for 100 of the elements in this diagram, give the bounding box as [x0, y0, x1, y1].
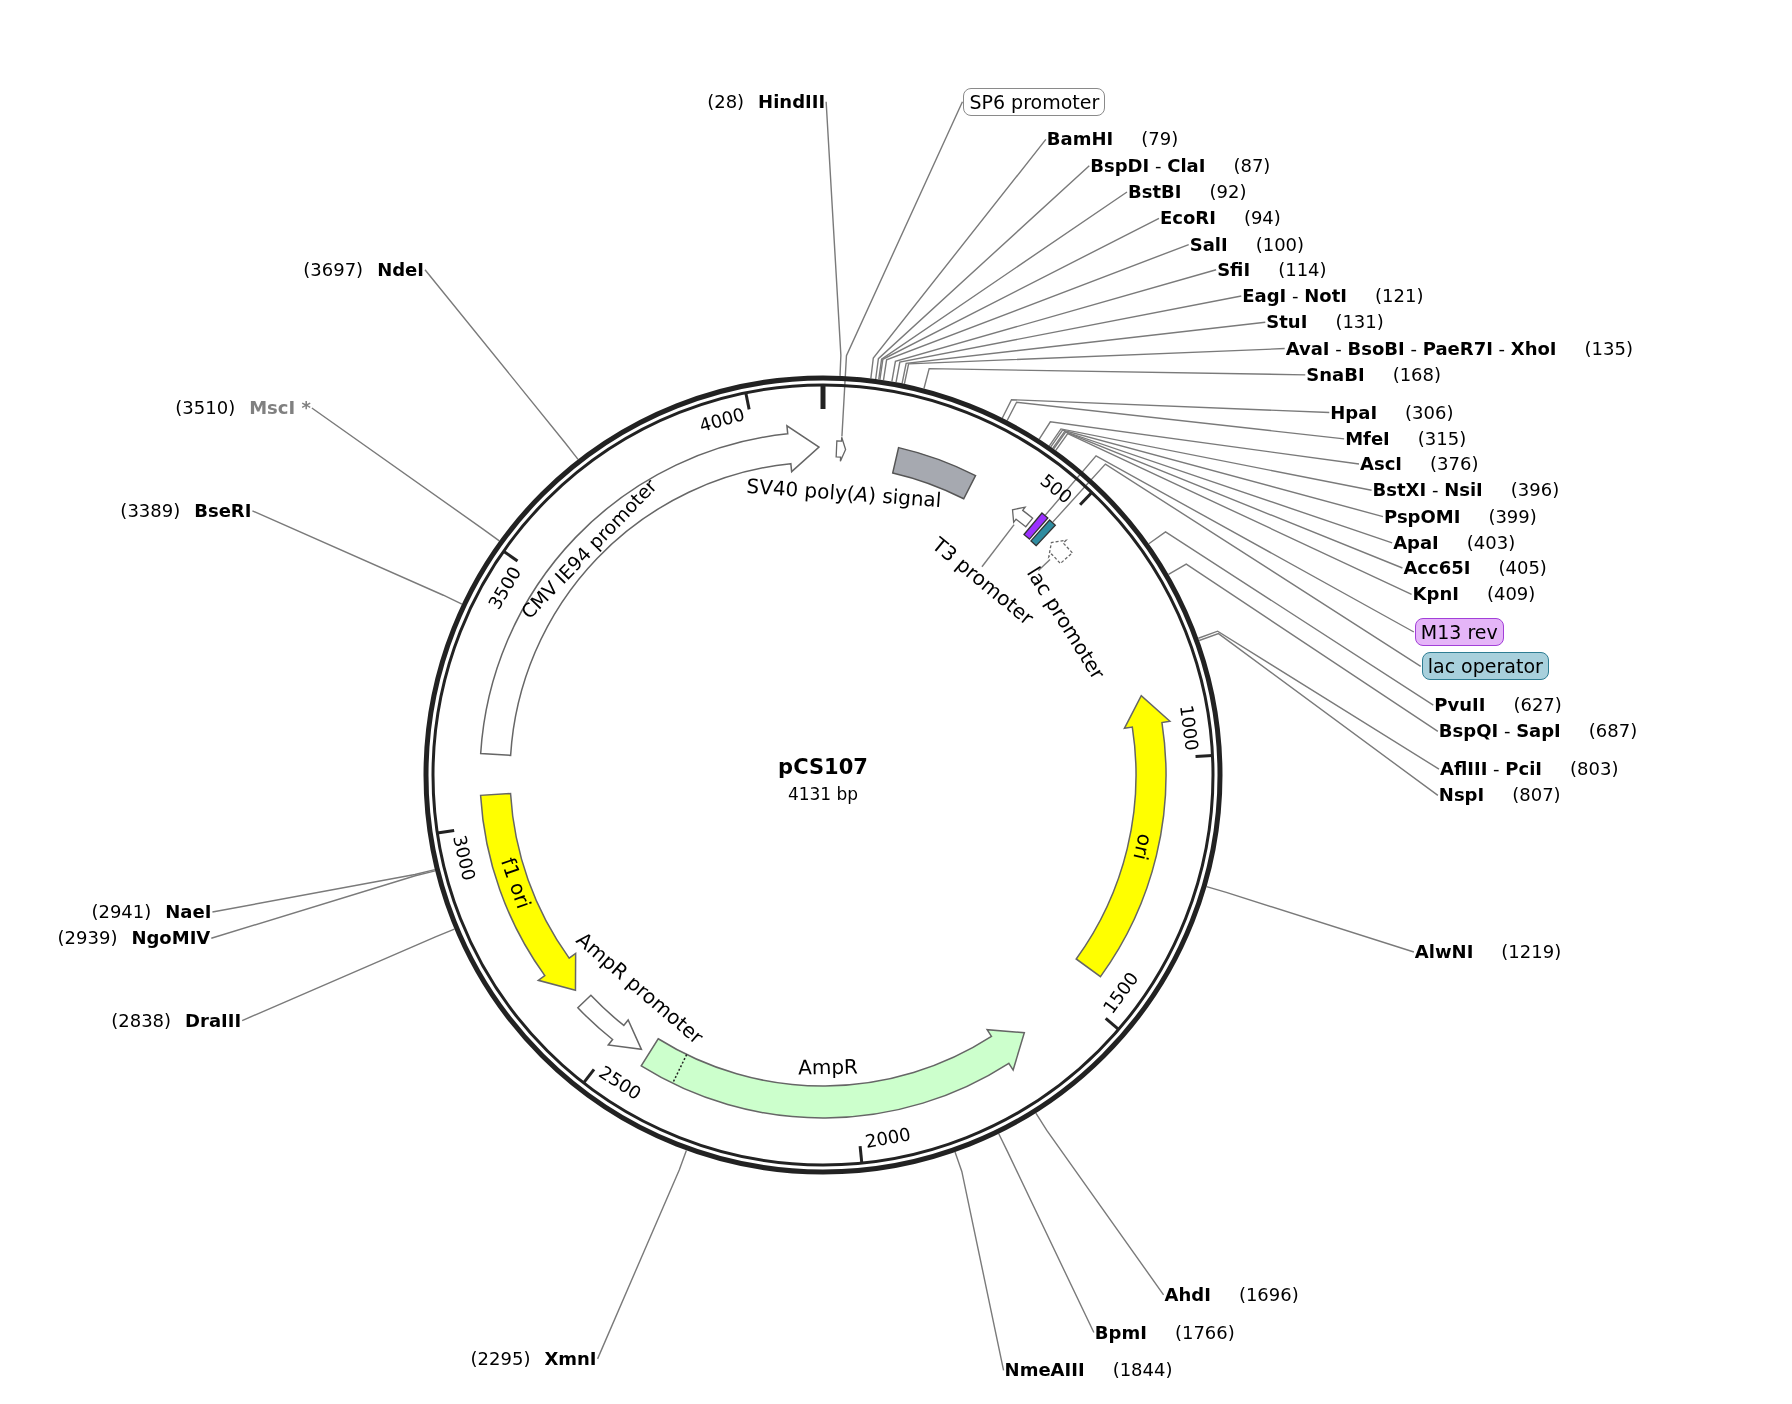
leader-line — [1052, 430, 1393, 544]
enzyme-name: NmeAIII — [1004, 1359, 1085, 1382]
cut-position: (114) — [1278, 258, 1327, 281]
enzyme-name: SfiI — [1217, 258, 1251, 281]
cut-position: (3510) — [175, 397, 236, 419]
leader-line — [903, 347, 1286, 385]
enzyme-name: MfeI — [1345, 427, 1390, 450]
leader-line — [251, 510, 463, 605]
cut-position: (399) — [1488, 505, 1537, 528]
cut-position: (135) — [1584, 337, 1633, 360]
leader-line — [241, 928, 456, 1022]
enzyme-name: EagI - NotI — [1242, 285, 1347, 307]
leader-line — [901, 321, 1266, 385]
enzyme-name: NdeI — [377, 258, 424, 281]
leader-line — [210, 870, 436, 939]
leader-line — [596, 1149, 688, 1360]
cut-position: (1219) — [1501, 941, 1562, 963]
leader-line — [1048, 428, 1373, 491]
cut-position: (306) — [1405, 401, 1454, 424]
cut-position: (376) — [1430, 453, 1479, 475]
tick-label: 1000 — [1177, 703, 1201, 752]
cut-position: (28) — [707, 90, 745, 113]
plasmid-name: pCS107 — [778, 756, 868, 778]
enzyme-name: ApaI — [1393, 531, 1439, 554]
cut-position: (100) — [1255, 233, 1305, 256]
enzyme-name: MscI * — [249, 397, 311, 419]
leader-line — [311, 407, 500, 542]
enzyme-name: KpnI — [1412, 583, 1459, 606]
leader-line — [1148, 531, 1434, 706]
cut-position: (94) — [1243, 207, 1281, 230]
leader-line — [1197, 630, 1440, 770]
enzyme-name: PspOMI — [1384, 505, 1461, 528]
leader-line — [878, 191, 1128, 381]
leader-line — [882, 243, 1190, 381]
leader-line — [1167, 563, 1439, 733]
cut-position: (803) — [1570, 758, 1619, 781]
leader-line — [981, 523, 1015, 568]
enzyme-name: BstBI — [1128, 181, 1182, 203]
leader-line — [1198, 632, 1439, 797]
cut-position: (315) — [1417, 427, 1467, 450]
leader-line — [875, 165, 1090, 380]
cut-position: (79) — [1141, 128, 1179, 151]
leader-line — [1050, 429, 1384, 518]
leader-line — [1006, 401, 1345, 440]
leader-line — [424, 269, 579, 461]
cut-position: (2838) — [111, 1009, 172, 1032]
feature-label: AmpR — [798, 1056, 859, 1078]
enzyme-name: NspI — [1438, 784, 1485, 807]
feature-label: ori — [1130, 831, 1156, 862]
feature-label-box: M13 rev — [1414, 618, 1504, 646]
plasmid-size: 4131 bp — [787, 785, 859, 803]
enzyme-name: PvuII — [1434, 694, 1486, 717]
cut-position: (121) — [1375, 285, 1424, 307]
enzyme-name: XmnI — [544, 1347, 597, 1370]
feature-label: f1 ori — [497, 855, 534, 912]
enzyme-name: DraIII — [185, 1009, 242, 1032]
enzyme-name: BpmI — [1094, 1321, 1147, 1344]
leader-line — [1053, 431, 1404, 569]
cut-position: (1696) — [1238, 1283, 1299, 1306]
enzyme-name: AscI — [1360, 453, 1402, 475]
cut-position: (396) — [1510, 479, 1560, 502]
leader-line — [1044, 455, 1415, 633]
enzyme-name: NgoMIV — [131, 927, 211, 950]
leader-line — [825, 101, 842, 377]
cut-position: (1766) — [1174, 1321, 1235, 1344]
leader-line — [879, 217, 1160, 381]
cut-position: (2295) — [470, 1347, 531, 1370]
tick-label: 3000 — [449, 834, 478, 883]
cut-position: (807) — [1512, 784, 1561, 807]
cut-position: (627) — [1513, 694, 1562, 717]
leader-line — [1205, 885, 1415, 953]
cut-position: (168) — [1392, 363, 1442, 386]
cut-position: (2939) — [57, 927, 118, 950]
cut-position: (405) — [1498, 557, 1547, 579]
feature-label-box: lac operator — [1421, 652, 1549, 681]
cut-position: (3389) — [120, 499, 181, 522]
cut-position: (403) — [1466, 531, 1516, 554]
enzyme-name: StuI — [1266, 311, 1308, 334]
leader-line — [998, 1133, 1095, 1334]
cut-position: (1844) — [1112, 1359, 1173, 1382]
leader-line — [1001, 398, 1330, 419]
leader-line — [1038, 421, 1360, 465]
cut-position: (131) — [1335, 311, 1384, 334]
enzyme-name: AvaI - BsoBI - PaeR7I - XhoI — [1285, 337, 1557, 360]
cut-position: (687) — [1588, 720, 1638, 743]
leader-line — [895, 295, 1242, 383]
leader-line — [923, 367, 1306, 390]
cut-position: (3697) — [303, 258, 364, 281]
enzyme-name: HpaI — [1330, 401, 1378, 424]
leader-line — [1055, 432, 1413, 595]
enzyme-name: HindIII — [758, 90, 826, 113]
enzyme-name: Acc65I — [1403, 557, 1471, 579]
enzyme-name: BspDI - ClaI — [1090, 154, 1206, 177]
enzyme-name: BspQI - SapI — [1438, 720, 1561, 743]
leader-line — [841, 101, 964, 438]
tick-label: 2000 — [864, 1125, 913, 1152]
leader-line — [1037, 558, 1051, 572]
cut-position: (2941) — [91, 901, 152, 923]
leader-line — [1035, 1112, 1165, 1296]
leader-line — [211, 868, 436, 913]
